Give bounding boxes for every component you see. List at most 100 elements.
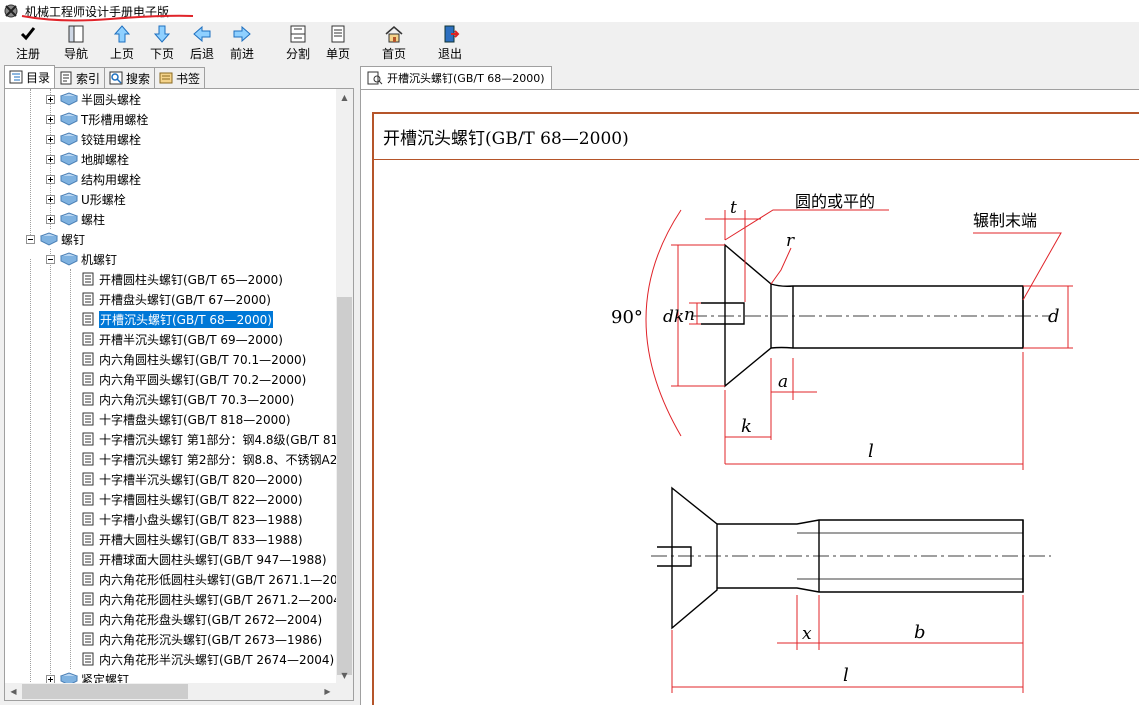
tree-item[interactable]: 地脚螺栓 [46, 149, 129, 169]
contents-tree-icon [9, 70, 23, 84]
book-icon [60, 152, 78, 166]
tree-leaf[interactable]: 十字槽沉头螺钉 第1部分：钢4.8级(GB/T 81 [82, 429, 338, 449]
bookmark-icon [159, 72, 173, 84]
page-icon [82, 432, 94, 446]
arrow-up-icon [113, 25, 131, 43]
scroll-right-icon[interactable]: ▶ [324, 687, 331, 696]
page-icon [82, 272, 94, 286]
page-icon [82, 632, 94, 646]
collapse-icon[interactable] [26, 234, 35, 244]
tree-leaf[interactable]: 十字槽半沉头螺钉(GB/T 820—2000) [82, 469, 303, 489]
register-button[interactable]: 注册 [8, 22, 48, 64]
book-icon [60, 112, 78, 126]
label-n: n [684, 305, 695, 325]
tree-leaf[interactable]: 开槽球面大圆柱头螺钉(GB/T 947—1988) [82, 549, 327, 569]
single-page-button[interactable]: 单页 [318, 22, 358, 64]
tree-item[interactable]: 螺柱 [46, 209, 105, 229]
tab-index[interactable]: 索引 [54, 67, 106, 88]
expand-icon[interactable] [46, 114, 55, 124]
label-dk: dk [663, 307, 684, 327]
page-icon [82, 532, 94, 546]
tree-leaf-selected[interactable]: 开槽沉头螺钉(GB/T 68—2000) [82, 309, 274, 329]
document-frame: 开槽沉头螺钉(GB/T 68—2000) [372, 112, 1139, 705]
document-title: 开槽沉头螺钉(GB/T 68—2000) [374, 114, 1139, 160]
tree-leaf[interactable]: 十字槽沉头螺钉 第2部分：钢8.8、不锈钢A2 [82, 449, 337, 469]
navigation-panel-icon [68, 25, 84, 43]
expand-icon[interactable] [46, 174, 55, 184]
tree-item-screws[interactable]: 螺钉 [26, 229, 85, 249]
page-icon [82, 372, 94, 386]
expand-icon[interactable] [46, 214, 55, 224]
page-icon [82, 292, 94, 306]
scroll-down-icon[interactable]: ▼ [341, 671, 348, 680]
tree-leaf[interactable]: 开槽盘头螺钉(GB/T 67—2000) [82, 289, 271, 309]
page-icon [82, 652, 94, 666]
navigate-button[interactable]: 导航 [56, 22, 96, 64]
book-open-icon [60, 252, 78, 266]
tree-leaf[interactable]: 开槽半沉头螺钉(GB/T 69—2000) [82, 329, 283, 349]
tree-horizontal-scrollbar[interactable]: ◀ ▶ [5, 683, 353, 700]
page-icon [82, 612, 94, 626]
collapse-icon[interactable] [46, 254, 55, 264]
contents-tree: 半圆头螺栓 T形槽用螺栓 铰链用螺栓 地脚螺栓 结构用螺栓 U形螺栓 螺柱 螺钉… [4, 88, 354, 701]
tree-vertical-scrollbar[interactable]: ▲ ▼ [336, 89, 353, 684]
label-round-or-flat: 圆的或平的 [795, 192, 875, 211]
tab-search[interactable]: 搜索 [104, 67, 156, 88]
tree-leaf[interactable]: 十字槽盘头螺钉(GB/T 818—2000) [82, 409, 291, 429]
arrow-down-icon [153, 25, 171, 43]
forward-button[interactable]: 前进 [222, 22, 262, 64]
tree-leaf[interactable]: 内六角平圆头螺钉(GB/T 70.2—2000) [82, 369, 306, 389]
book-open-icon [40, 232, 58, 246]
tree-leaf[interactable]: 开槽大圆柱头螺钉(GB/T 833—1988) [82, 529, 303, 549]
expand-icon[interactable] [46, 194, 55, 204]
next-page-button[interactable]: 下页 [142, 22, 182, 64]
tree-item[interactable]: 半圆头螺栓 [46, 89, 141, 109]
label-l2: l [843, 665, 849, 686]
tree-item[interactable]: U形螺栓 [46, 189, 126, 209]
book-icon [60, 132, 78, 146]
home-button[interactable]: 首页 [374, 22, 414, 64]
scroll-up-icon[interactable]: ▲ [341, 93, 348, 102]
tree-leaf[interactable]: 开槽圆柱头螺钉(GB/T 65—2000) [82, 269, 283, 289]
label-t: t [730, 198, 737, 218]
tab-contents[interactable]: 目录 [4, 65, 56, 88]
page-icon [82, 452, 94, 466]
page-icon [82, 592, 94, 606]
exit-button[interactable]: 退出 [430, 22, 470, 64]
book-icon [60, 92, 78, 106]
scroll-thumb-horizontal[interactable] [22, 684, 188, 699]
tab-bookmarks[interactable]: 书签 [154, 67, 206, 88]
tab-document[interactable]: 开槽沉头螺钉(GB/T 68—2000) [360, 66, 552, 89]
tree-leaf[interactable]: 内六角花形沉头螺钉(GB/T 2673—1986) [82, 629, 322, 649]
tree-item[interactable]: T形槽用螺栓 [46, 109, 148, 129]
checkmark-icon [20, 27, 36, 41]
tree-leaf[interactable]: 内六角花形低圆柱头螺钉(GB/T 2671.1—20 [82, 569, 338, 589]
expand-icon[interactable] [46, 154, 55, 164]
tree-leaf[interactable]: 十字槽小盘头螺钉(GB/T 823—1988) [82, 509, 303, 529]
page-icon [82, 552, 94, 566]
label-x: x [802, 624, 812, 644]
prev-page-button[interactable]: 上页 [102, 22, 142, 64]
screw-technical-drawing: t 圆的或平的 辗制末端 r 90° dk n d a k l x b l [611, 192, 1073, 693]
tree-leaf[interactable]: 内六角圆柱头螺钉(GB/T 70.1—2000) [82, 349, 306, 369]
label-l: l [868, 441, 874, 462]
tree-leaf[interactable]: 十字槽圆柱头螺钉(GB/T 822—2000) [82, 489, 303, 509]
scroll-thumb[interactable] [337, 297, 352, 675]
back-button[interactable]: 后退 [182, 22, 222, 64]
tree-leaf[interactable]: 内六角花形圆柱头螺钉(GB/T 2671.2—2004 [82, 589, 341, 609]
page-icon [82, 352, 94, 366]
scroll-left-icon[interactable]: ◀ [10, 687, 17, 696]
tree-item[interactable]: 铰链用螺栓 [46, 129, 141, 149]
expand-icon[interactable] [46, 134, 55, 144]
tree-leaf[interactable]: 内六角沉头螺钉(GB/T 70.3—2000) [82, 389, 294, 409]
tree-leaf[interactable]: 内六角花形半沉头螺钉(GB/T 2674—2004) [82, 649, 334, 669]
split-button[interactable]: 分割 [278, 22, 318, 64]
tree-item-machine-screws[interactable]: 机螺钉 [46, 249, 117, 269]
tree-leaf[interactable]: 内六角花形盘头螺钉(GB/T 2672—2004) [82, 609, 322, 629]
expand-icon[interactable] [46, 94, 55, 104]
title-bar: 机械工程师设计手册电子版 [0, 0, 1139, 22]
tree-item[interactable]: 结构用螺栓 [46, 169, 141, 189]
exit-door-icon [444, 25, 460, 43]
label-b: b [914, 622, 926, 643]
page-icon [82, 392, 94, 406]
